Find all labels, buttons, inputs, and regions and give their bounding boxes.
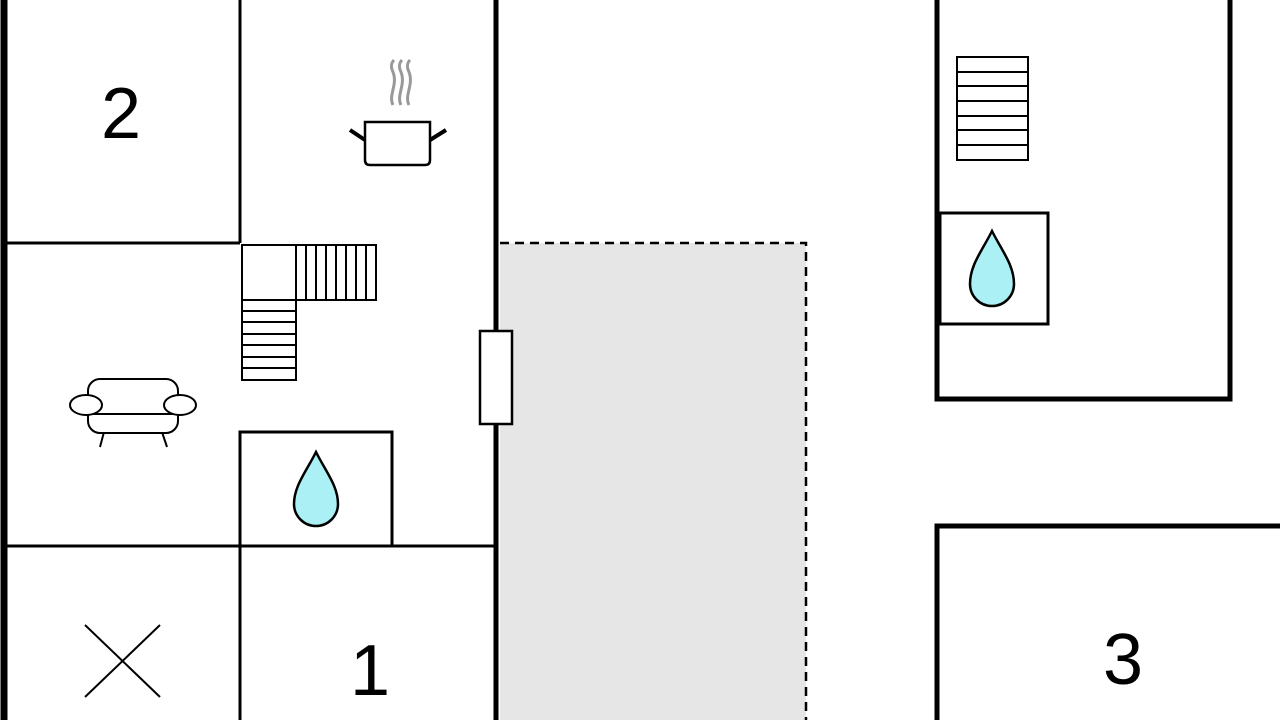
bathroom-main — [238, 430, 394, 548]
stairs-icon — [241, 244, 377, 381]
room-label-2: 2 — [101, 74, 141, 154]
room-label-3: 3 — [1103, 620, 1143, 700]
stairs-icon — [956, 56, 1029, 161]
bathroom-drop-icon — [292, 449, 340, 528]
door-icon — [478, 329, 514, 426]
bathroom-drop-icon — [968, 228, 1016, 308]
kitchen-pot-icon — [348, 58, 448, 167]
terrace — [500, 241, 808, 720]
annex-building — [934, 0, 1233, 402]
bedroom-3 — [934, 523, 1280, 720]
storage-x-icon — [84, 624, 161, 698]
sofa-icon — [69, 378, 197, 448]
room-label-1: 1 — [350, 631, 390, 711]
